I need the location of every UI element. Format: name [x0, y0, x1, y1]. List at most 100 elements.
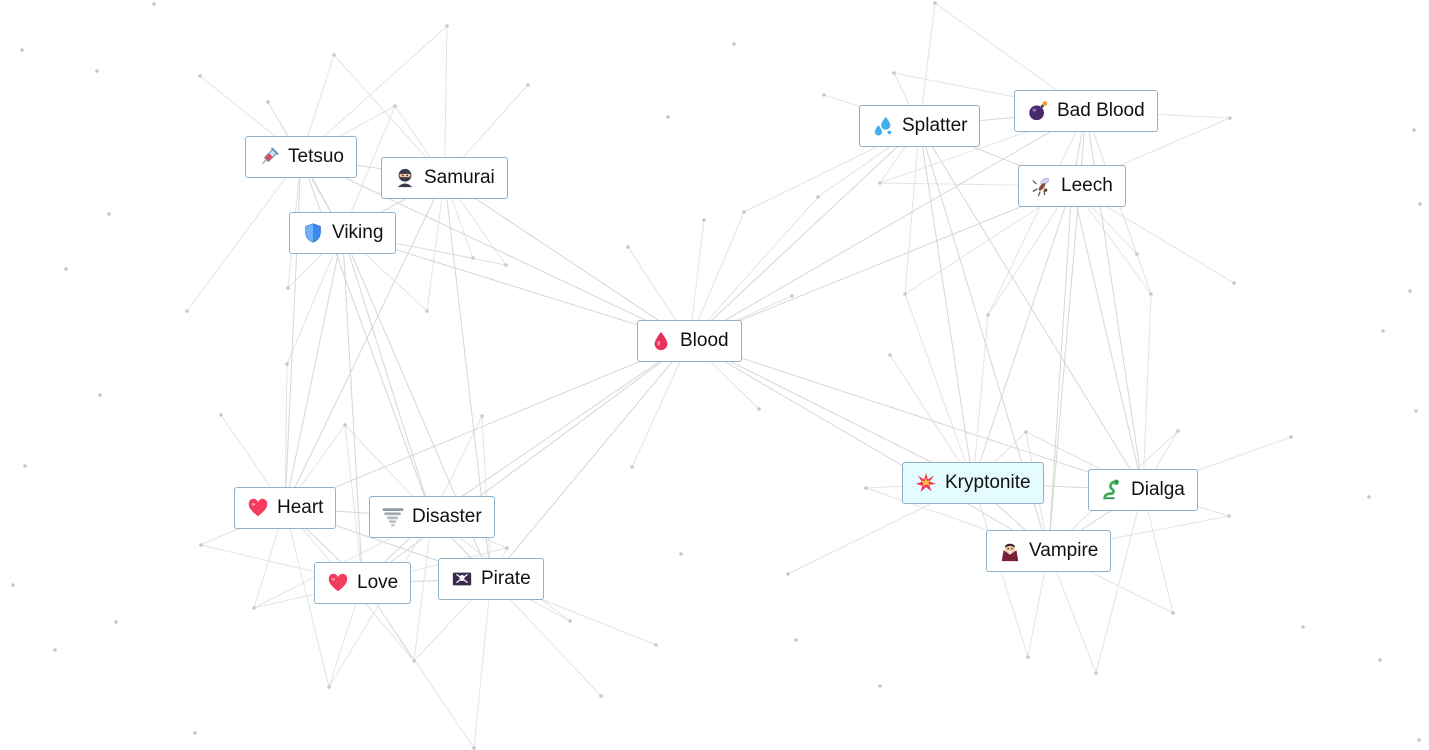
- background-dot: [864, 486, 868, 490]
- connection-line: [342, 232, 363, 584]
- background-dot: [1024, 430, 1028, 434]
- background-dot: [1408, 289, 1412, 293]
- background-dot: [1232, 281, 1236, 285]
- element-love[interactable]: Love: [314, 562, 412, 604]
- background-dot: [1417, 738, 1421, 742]
- background-dot: [412, 659, 416, 663]
- sweat-droplets-icon: [872, 115, 894, 137]
- background-dot: [790, 294, 794, 298]
- background-dot: [679, 552, 683, 556]
- shield-icon: [302, 222, 324, 244]
- ninja-icon: [394, 167, 416, 189]
- background-link: [444, 25, 448, 179]
- background-dot: [1412, 128, 1416, 132]
- element-viking[interactable]: Viking: [289, 212, 397, 254]
- tornado-icon: [382, 506, 404, 528]
- element-label: Kryptonite: [945, 472, 1031, 493]
- background-dot: [986, 313, 990, 317]
- background-dot: [1228, 116, 1232, 120]
- background-link: [889, 354, 974, 484]
- element-label: Tetsuo: [288, 146, 344, 167]
- background-dot: [878, 684, 882, 688]
- background-dot: [480, 414, 484, 418]
- background-dot: [1381, 329, 1385, 333]
- background-link: [426, 177, 445, 312]
- background-dot: [199, 543, 203, 547]
- connection-line: [284, 177, 445, 509]
- connection-line: [689, 185, 1073, 342]
- background-dot: [98, 393, 102, 397]
- background-link: [344, 424, 363, 584]
- background-dot: [1026, 655, 1030, 659]
- mosquito-icon: [1031, 175, 1053, 197]
- element-label: Dialga: [1131, 479, 1185, 500]
- element-tetsuo[interactable]: Tetsuo: [245, 136, 357, 178]
- element-label: Samurai: [424, 167, 495, 188]
- background-dot: [666, 115, 670, 119]
- connection-line: [689, 125, 920, 342]
- element-kryptonite[interactable]: Kryptonite: [902, 462, 1044, 504]
- connection-line: [284, 340, 690, 509]
- element-heart[interactable]: Heart: [234, 487, 337, 529]
- background-dot: [1289, 435, 1293, 439]
- background-dot: [64, 267, 68, 271]
- background-link: [284, 507, 330, 688]
- connection-line: [362, 340, 690, 584]
- background-dot: [425, 309, 429, 313]
- element-pirate[interactable]: Pirate: [438, 558, 544, 600]
- background-dot: [219, 413, 223, 417]
- element-label: Vampire: [1029, 540, 1099, 561]
- background-dot: [152, 2, 156, 6]
- background-dot: [1176, 429, 1180, 433]
- element-dialga[interactable]: Dialga: [1088, 469, 1198, 511]
- background-dot: [445, 24, 449, 28]
- background-link: [186, 156, 302, 312]
- background-dot: [285, 362, 289, 366]
- background-dot: [1171, 611, 1175, 615]
- connection-line: [919, 125, 974, 484]
- background-dot: [1418, 202, 1422, 206]
- element-leech[interactable]: Leech: [1018, 165, 1126, 207]
- element-blood[interactable]: Blood: [637, 320, 742, 362]
- element-bad-blood[interactable]: Bad Blood: [1014, 90, 1158, 132]
- connection-line: [300, 156, 690, 342]
- background-dot: [794, 638, 798, 642]
- background-link: [300, 25, 448, 158]
- background-link: [473, 578, 492, 749]
- background-link: [689, 196, 819, 342]
- background-link: [987, 110, 1087, 316]
- background-dot: [198, 74, 202, 78]
- background-dot: [252, 606, 256, 610]
- pirate-flag-icon: [451, 568, 473, 590]
- element-vampire[interactable]: Vampire: [986, 530, 1112, 572]
- background-link: [631, 340, 690, 468]
- background-dot: [107, 212, 111, 216]
- element-label: Pirate: [481, 568, 531, 589]
- background-link: [1095, 489, 1144, 674]
- connection-line: [444, 177, 690, 342]
- background-link: [342, 105, 396, 234]
- element-label: Heart: [277, 497, 324, 518]
- background-dot: [1094, 671, 1098, 675]
- heart-icon: [247, 497, 269, 519]
- background-link: [904, 293, 974, 484]
- syringe-icon: [258, 146, 280, 168]
- background-dot: [892, 71, 896, 75]
- dragon-icon: [1101, 479, 1123, 501]
- background-dot: [757, 407, 761, 411]
- background-dot: [1367, 495, 1371, 499]
- background-dot: [1227, 514, 1231, 518]
- background-dot: [702, 218, 706, 222]
- background-dot: [1414, 409, 1418, 413]
- element-splatter[interactable]: Splatter: [859, 105, 981, 147]
- background-dot: [23, 464, 27, 468]
- connection-line: [284, 156, 302, 509]
- element-samurai[interactable]: Samurai: [381, 157, 508, 199]
- background-dot: [786, 572, 790, 576]
- background-dot: [526, 83, 530, 87]
- element-disaster[interactable]: Disaster: [369, 496, 495, 538]
- background-link: [1142, 293, 1152, 491]
- element-label: Blood: [680, 330, 729, 351]
- connection-line: [342, 232, 690, 342]
